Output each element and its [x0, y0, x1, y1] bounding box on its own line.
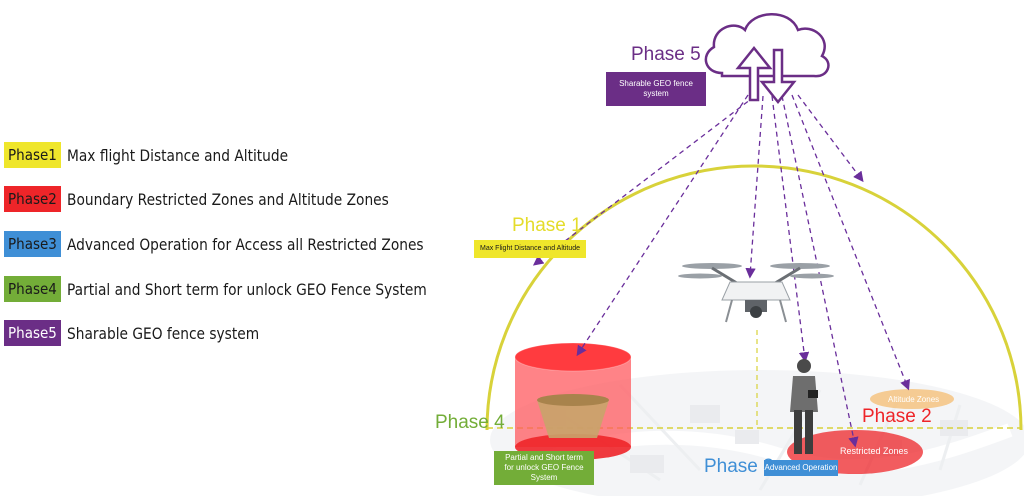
- legend-badge-phase4: Phase4: [4, 276, 61, 302]
- legend-row-phase4: Phase4 Partial and Short term for unlock…: [4, 276, 485, 302]
- phase4-tag-line1: Partial and Short term: [505, 453, 583, 462]
- legend-row-phase3: Phase3 Advanced Operation for Access all…: [4, 231, 482, 257]
- phase1-title: Phase 1: [512, 215, 582, 236]
- altitude-zones-label: Altitude Zones: [888, 395, 940, 404]
- cloud-sync-icon: [704, 13, 830, 105]
- legend-text-phase4: Partial and Short term for unlock GEO Fe…: [66, 279, 427, 299]
- flight-dome: [485, 164, 1023, 431]
- phase5-title: Phase 5: [631, 44, 701, 65]
- phase4-tag-line2: for unlock GEO Fence System: [504, 463, 584, 482]
- pilot-icon: [790, 359, 818, 454]
- phase4-tag: Partial and Short term for unlock GEO Fe…: [494, 451, 594, 485]
- legend-badge-phase2: Phase2: [4, 186, 61, 212]
- altitude-zone-area: [870, 389, 954, 409]
- legend-badge-phase3: Phase3: [4, 231, 61, 257]
- legend-row-phase1: Phase1 Max flight Distance and Altitude: [4, 142, 324, 168]
- legend-text-phase5: Sharable GEO fence system: [66, 323, 260, 343]
- phase1-tag: Max Flight Distance and Altitude: [474, 240, 586, 258]
- legend-badge-phase5: Phase5: [4, 320, 61, 346]
- phase5-tag: Sharable GEO fence system: [606, 72, 706, 106]
- legend-text-phase2: Boundary Restricted Zones and Altitude Z…: [66, 189, 389, 209]
- sync-arrows: [532, 94, 910, 448]
- phase3-title: Phase 3: [704, 456, 774, 477]
- phase3-tag: Advanced Operation: [764, 460, 838, 476]
- drone-icon: [678, 263, 834, 323]
- legend-text-phase3: Advanced Operation for Access all Restri…: [66, 234, 424, 254]
- restricted-zones-label: Restricted Zones: [840, 446, 909, 456]
- legend-badge-phase1: Phase1: [4, 142, 61, 168]
- legend-row-phase5: Phase5 Sharable GEO fence system: [4, 320, 290, 346]
- phase4-title: Phase 4: [435, 412, 505, 433]
- cylinder-zone-icon: [514, 342, 632, 460]
- legend-row-phase2: Phase2 Boundary Restricted Zones and Alt…: [4, 186, 441, 212]
- legend-text-phase1: Max flight Distance and Altitude: [66, 145, 289, 165]
- phase2-title: Phase 2: [862, 406, 932, 427]
